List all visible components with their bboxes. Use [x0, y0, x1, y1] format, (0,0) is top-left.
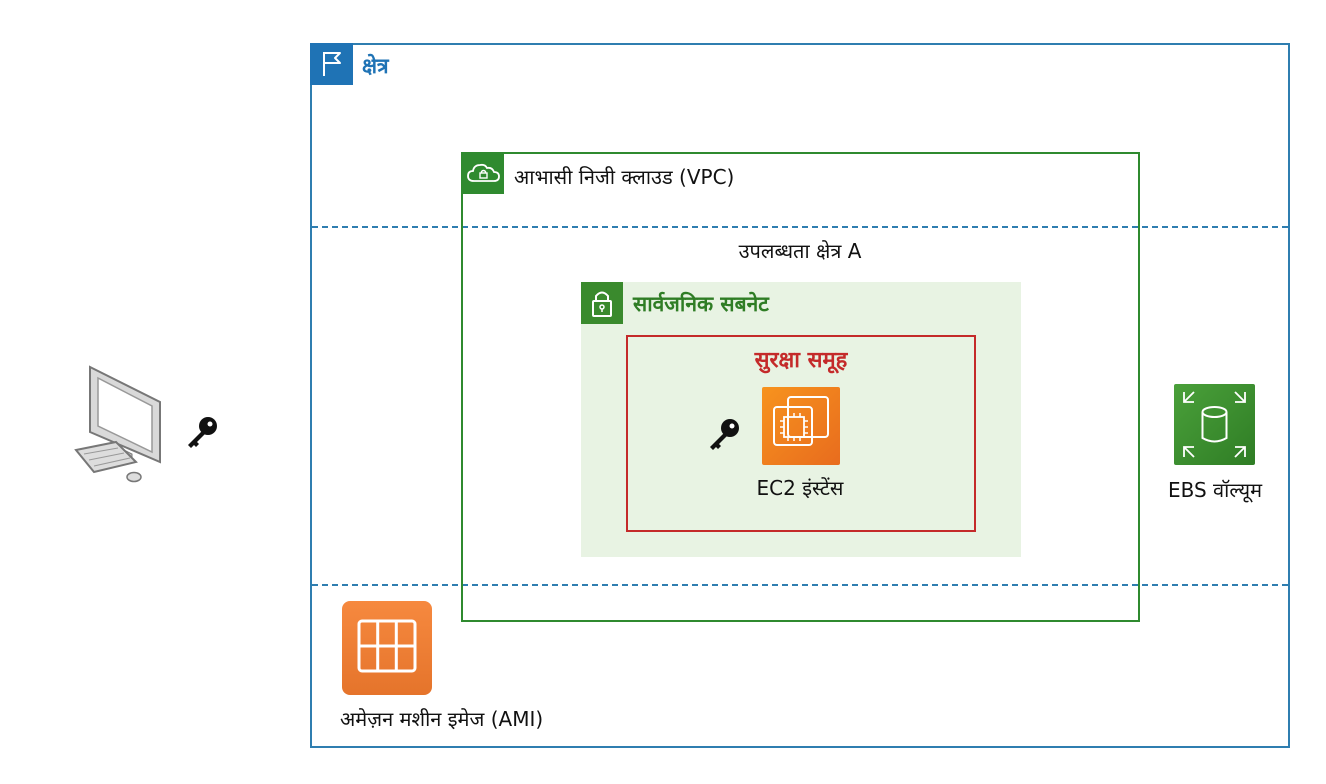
ebs-volume-label: EBS वॉल्यूम: [1167, 478, 1263, 502]
desktop-computer-icon: [70, 362, 170, 487]
region-label: क्षेत्र: [362, 54, 389, 78]
availability-zone-bottom-border: [312, 584, 1288, 586]
public-subnet-label: सार्वजनिक सबनेट: [633, 292, 769, 316]
key-icon: [182, 412, 222, 452]
ami-label: अमेज़न मशीन इमेज (AMI): [340, 707, 544, 731]
availability-zone-top-border: [312, 226, 1288, 228]
vpc-label: आभासी निजी क्लाउड (VPC): [514, 165, 735, 189]
security-group-label: सुरक्षा समूह: [754, 348, 848, 373]
availability-zone-label: उपलब्धता क्षेत्र A: [738, 239, 862, 263]
flag-icon: [310, 43, 353, 85]
ami-grid-icon: [342, 601, 432, 695]
region-box: [310, 43, 1290, 748]
ebs-volume-icon: [1174, 384, 1255, 465]
security-group-box: [626, 335, 976, 532]
vpc-box: [461, 152, 1140, 622]
ec2-instance-label: EC2 इंस्टेंस: [756, 476, 844, 500]
cloud-lock-icon: [462, 153, 504, 194]
ec2-chip-icon: [762, 387, 840, 465]
key-icon: [704, 414, 744, 454]
padlock-icon: [581, 282, 623, 324]
